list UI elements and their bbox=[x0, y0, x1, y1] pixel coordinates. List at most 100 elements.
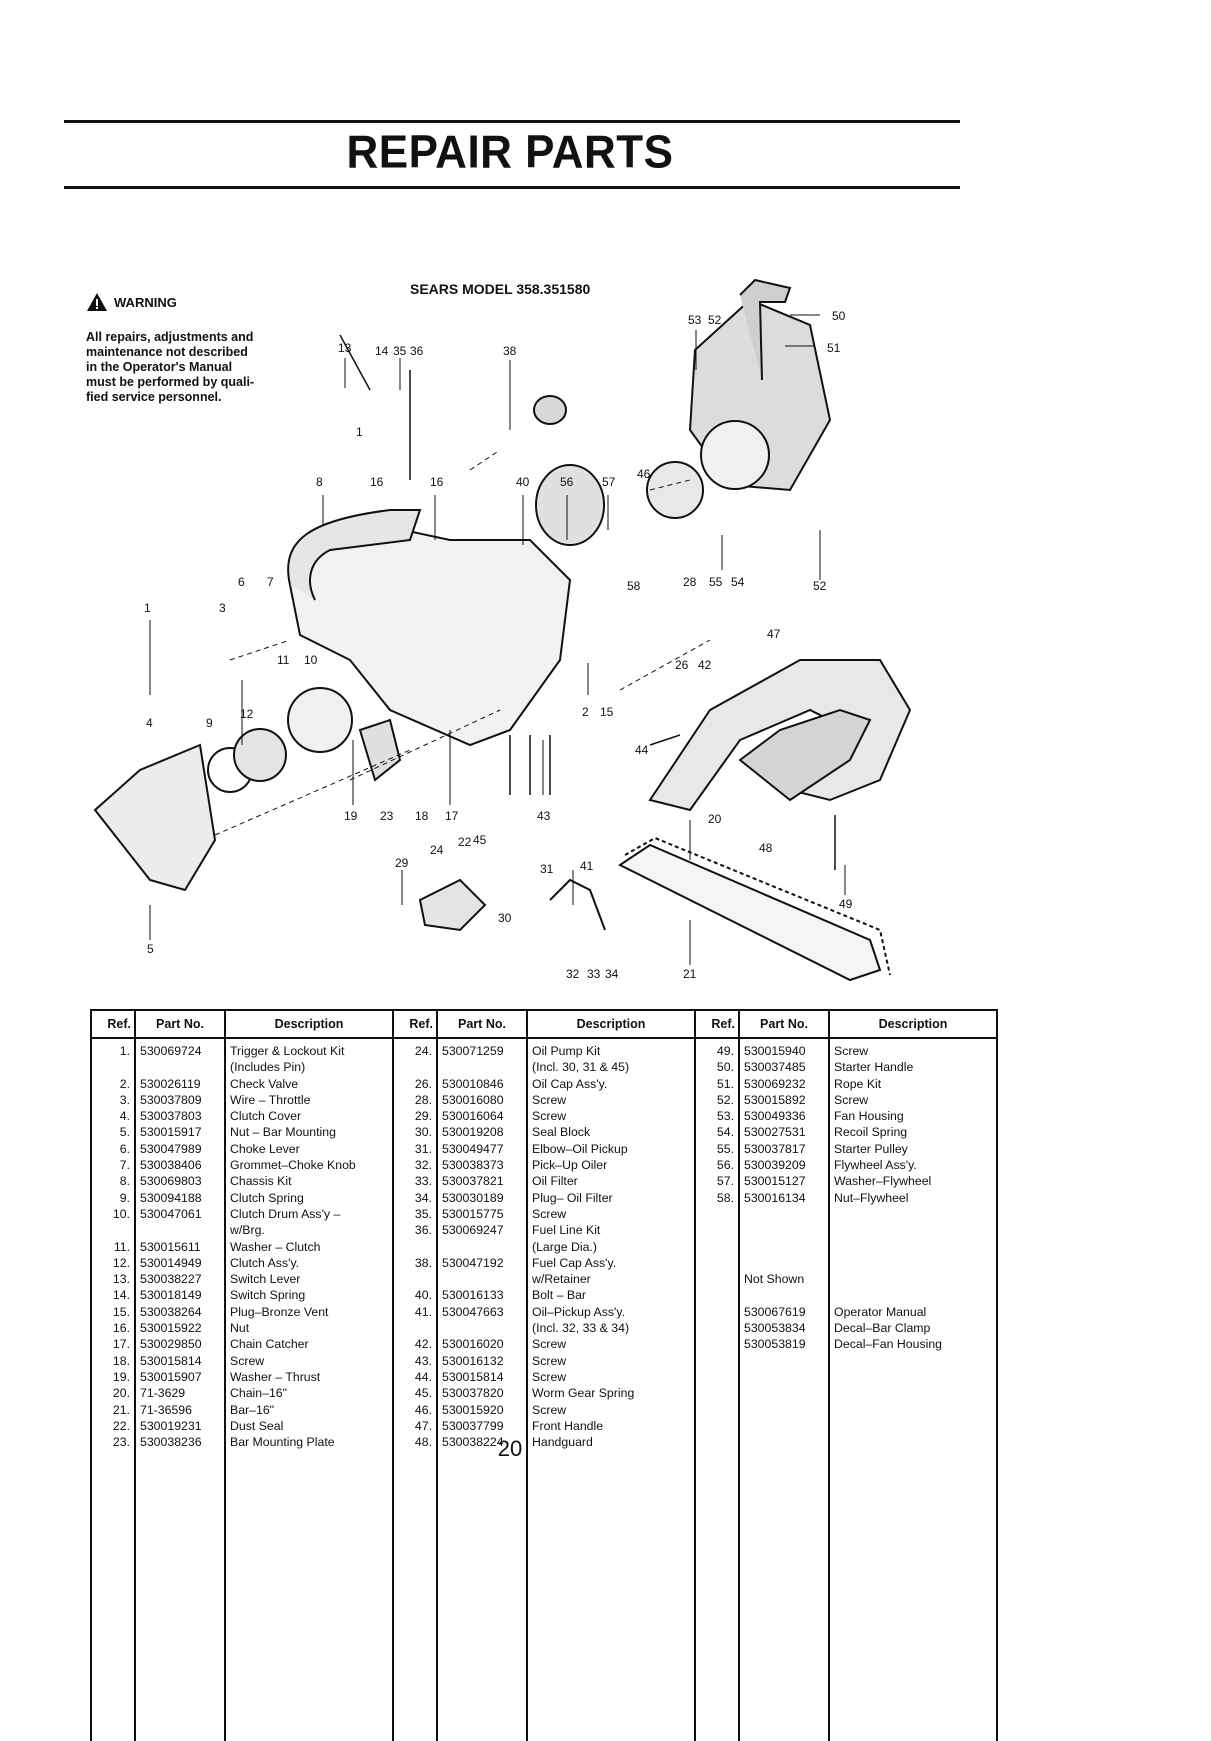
ref-column: 24.26.28.29.30.31.32.33.34.35.36.38.40.4… bbox=[392, 1038, 438, 1741]
table-cell-part: 530016133 bbox=[442, 1288, 504, 1303]
callout-52: 52 bbox=[813, 579, 827, 593]
fuel-cap bbox=[533, 395, 567, 425]
callout-43: 43 bbox=[537, 809, 551, 823]
table-cell-ref bbox=[700, 1336, 734, 1352]
table-cell-desc: (Large Dia.) bbox=[532, 1239, 597, 1254]
table-cell-desc: Plug– Oil Filter bbox=[532, 1190, 613, 1205]
callout-21: 21 bbox=[683, 967, 697, 981]
callout-15: 15 bbox=[600, 705, 614, 719]
table-cell-desc bbox=[834, 1239, 992, 1255]
table-cell-desc: (Includes Pin) bbox=[230, 1060, 306, 1075]
table-cell-desc: Oil Cap Ass'y. bbox=[532, 1076, 608, 1091]
table-cell-desc: w/Retainer bbox=[532, 1272, 591, 1287]
table-cell-part: 530047061 bbox=[140, 1206, 202, 1221]
table-cell-ref: 54. bbox=[716, 1125, 734, 1140]
table-cell-part: 530038373 bbox=[442, 1158, 504, 1173]
table-cell-part: 530037485 bbox=[744, 1060, 806, 1075]
warning-triangle-icon bbox=[87, 293, 107, 311]
table-cell-part: 530069232 bbox=[744, 1076, 806, 1091]
table-cell-ref bbox=[398, 1059, 432, 1075]
saw-chain bbox=[624, 836, 891, 976]
table-cell-desc bbox=[834, 1287, 992, 1303]
table-cell-ref: 14. bbox=[112, 1288, 130, 1303]
oil-pickup bbox=[549, 878, 606, 931]
table-cell-part: 530016134 bbox=[744, 1190, 806, 1205]
callout-48: 48 bbox=[759, 841, 773, 855]
table-cell-desc: Nut – Bar Mounting bbox=[230, 1125, 336, 1140]
table-cell-part: 530018149 bbox=[140, 1288, 202, 1303]
callout-9: 9 bbox=[206, 716, 213, 730]
table-cell-ref: 1. bbox=[119, 1044, 130, 1058]
header-ref: Ref. bbox=[694, 1009, 740, 1039]
table-cell-ref: 56. bbox=[716, 1158, 734, 1173]
table-cell-ref: 18. bbox=[112, 1353, 130, 1368]
table-cell-part: 530037799 bbox=[442, 1418, 504, 1433]
table-cell-ref bbox=[700, 1206, 734, 1222]
table-cell-desc: Dust Seal bbox=[230, 1418, 284, 1433]
table-cell-desc: Operator Manual bbox=[834, 1304, 927, 1319]
table-cell-desc: Switch Lever bbox=[230, 1272, 301, 1287]
table-cell-desc: Check Valve bbox=[230, 1076, 299, 1091]
callout-47: 47 bbox=[767, 627, 781, 641]
callout-6: 6 bbox=[238, 575, 245, 589]
warning-box: WARNING All repairs, adjustments and mai… bbox=[86, 292, 301, 405]
table-cell-part bbox=[744, 1385, 824, 1401]
table-cell-ref: 33. bbox=[414, 1174, 432, 1189]
table-cell-desc: Bolt – Bar bbox=[532, 1288, 586, 1303]
table-cell-ref bbox=[700, 1271, 734, 1287]
header-description: Description bbox=[526, 1009, 696, 1039]
page-title: REPAIR PARTS bbox=[346, 126, 674, 179]
table-cell-ref: 40. bbox=[414, 1288, 432, 1303]
table-cell-ref: 55. bbox=[716, 1141, 734, 1156]
table-cell-part: 530047192 bbox=[442, 1255, 504, 1270]
table-cell-ref: 57. bbox=[716, 1174, 734, 1189]
table-cell-ref: 9. bbox=[119, 1190, 130, 1205]
table-cell-part: 530014949 bbox=[140, 1255, 202, 1270]
table-cell-desc: Oil Pump Kit bbox=[532, 1044, 601, 1058]
table-cell-ref: 23. bbox=[112, 1435, 130, 1450]
table-cell-desc: Elbow–Oil Pickup bbox=[532, 1141, 628, 1156]
callout-20: 20 bbox=[708, 812, 722, 826]
callout-14: 14 bbox=[375, 344, 389, 358]
callout-7: 7 bbox=[267, 575, 274, 589]
warning-line: must be performed by quali- bbox=[86, 375, 255, 389]
callout-16: 16 bbox=[430, 475, 444, 489]
table-cell-desc bbox=[834, 1418, 992, 1434]
table-cell-part: 530015892 bbox=[744, 1092, 806, 1107]
table-cell-desc bbox=[834, 1385, 992, 1401]
callout-35: 35 bbox=[393, 344, 407, 358]
table-cell-desc: Choke Lever bbox=[230, 1141, 300, 1156]
callout-1: 1 bbox=[144, 601, 151, 615]
table-cell-desc: Chassis Kit bbox=[230, 1174, 292, 1189]
header-part-no: Part No. bbox=[738, 1009, 830, 1039]
callout-33: 33 bbox=[587, 967, 601, 981]
table-cell-desc: Bar–16" bbox=[230, 1402, 275, 1417]
table-cell-part bbox=[744, 1255, 824, 1271]
parts-drawing bbox=[93, 278, 912, 982]
table-cell-ref: 38. bbox=[414, 1255, 432, 1270]
table-cell-ref bbox=[700, 1239, 734, 1255]
callout-40: 40 bbox=[516, 475, 530, 489]
table-cell-ref: 46. bbox=[414, 1402, 432, 1417]
table-cell-desc: Oil–Pickup Ass'y. bbox=[532, 1304, 626, 1319]
table-cell-part: 530069803 bbox=[140, 1174, 202, 1189]
header-ref: Ref. bbox=[392, 1009, 438, 1039]
table-cell-part: 530069247 bbox=[442, 1223, 504, 1238]
callout-24: 24 bbox=[430, 843, 444, 857]
table-cell-part: 530037809 bbox=[140, 1092, 202, 1107]
table-cell-part bbox=[744, 1353, 824, 1369]
callout-18: 18 bbox=[415, 809, 429, 823]
table-cell-part: 530038264 bbox=[140, 1304, 202, 1319]
table-cell-ref: 15. bbox=[112, 1304, 130, 1319]
table-cell-part bbox=[744, 1206, 824, 1222]
table-cell-ref: 7. bbox=[119, 1158, 130, 1173]
table-cell-desc: Starter Handle bbox=[834, 1060, 914, 1075]
table-cell-part: 530029850 bbox=[140, 1337, 202, 1352]
table-cell-part: 530038406 bbox=[140, 1158, 202, 1173]
warning-line: All repairs, adjustments and bbox=[86, 330, 254, 344]
callout-2: 2 bbox=[582, 705, 589, 719]
exploded-parts-diagram: 13 14 35 36 38 53 52 50 51 1 8 16 16 40 … bbox=[93, 278, 912, 982]
callout-13: 13 bbox=[338, 341, 352, 355]
table-cell-desc: w/Brg. bbox=[230, 1223, 265, 1238]
callout-29: 29 bbox=[395, 856, 409, 870]
